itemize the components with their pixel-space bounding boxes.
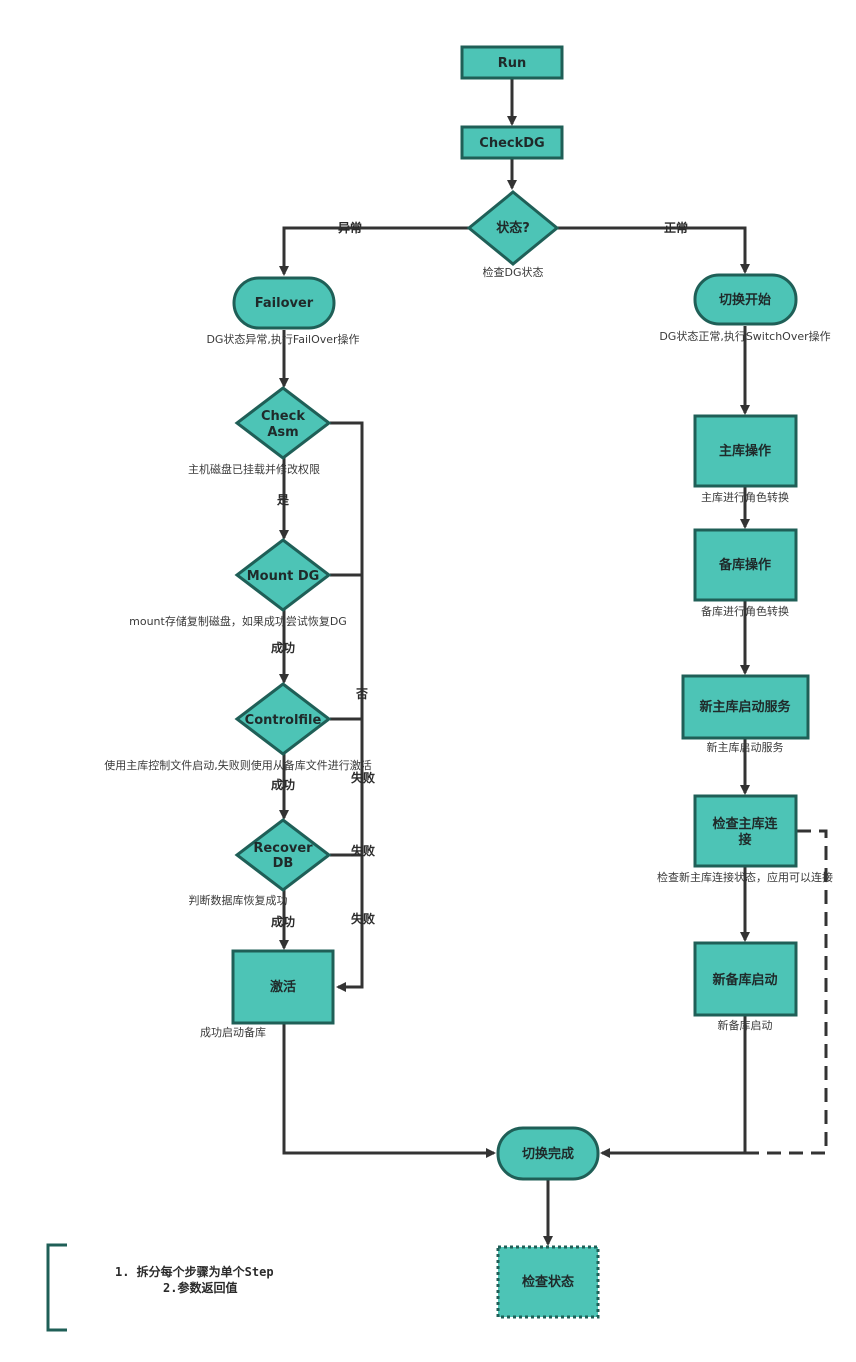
failover-label: Failover xyxy=(255,296,314,311)
edge-check-done-dashed xyxy=(610,829,828,1155)
new-primary-start-node[interactable] xyxy=(681,674,810,740)
switch-start-label: 切换开始 xyxy=(719,292,771,308)
mount-dg-caption: mount存储复制磁盘，如果成功尝试恢复DG xyxy=(129,614,347,628)
activate-label: 激活 xyxy=(270,979,296,995)
annotation-line-1: 1. 拆分每个步骤为单个Step xyxy=(115,1264,274,1279)
mount-dg-label: Mount DG xyxy=(247,569,320,584)
switch-start-node[interactable] xyxy=(693,273,798,326)
new-standby-start-caption: 新备库启动 xyxy=(718,1018,773,1032)
check-new-primary-label-line2: 接 xyxy=(738,832,751,848)
edge-label-yes: 是 xyxy=(276,493,290,507)
recover-db-label-line1: Recover xyxy=(253,841,313,856)
annotation-note: 1. 拆分每个步骤为单个Step 2.参数返回值 xyxy=(46,1243,274,1332)
standby-op-caption: 备库进行角色转换 xyxy=(701,604,789,618)
edge-label-no: 否 xyxy=(355,687,368,701)
standby-op-node[interactable] xyxy=(693,528,798,602)
edge-label-abnormal: 异常 xyxy=(338,220,362,235)
activate-node[interactable] xyxy=(231,949,335,1025)
annotation-bracket xyxy=(46,1243,67,1332)
edge-label-success-3: 成功 xyxy=(271,914,295,929)
failover-caption: DG状态异常,执行FailOver操作 xyxy=(206,332,359,346)
failover-node[interactable] xyxy=(232,276,336,330)
controlfile-decision[interactable] xyxy=(234,682,332,756)
recover-db-label-line2: DB xyxy=(273,856,294,871)
check-asm-label-line1: Check xyxy=(261,409,305,424)
new-standby-start-node[interactable] xyxy=(693,941,798,1017)
new-primary-start-caption: 新主库启动服务 xyxy=(707,740,784,754)
status-label: 状态? xyxy=(496,220,530,236)
run-label: Run xyxy=(498,56,527,71)
edge-label-success-2: 成功 xyxy=(271,777,295,792)
checkdg-node[interactable] xyxy=(460,125,564,160)
check-asm-decision[interactable] xyxy=(234,386,332,460)
primary-op-label: 主库操作 xyxy=(719,443,771,459)
status-caption: 检查DG状态 xyxy=(483,265,544,279)
edge-newstandby-done xyxy=(600,1016,747,1158)
primary-op-caption: 主库进行角色转换 xyxy=(701,490,789,504)
switch-start-caption: DG状态正常,执行SwitchOver操作 xyxy=(659,329,830,343)
nodes: Run CheckDG 状态? 检查DG状态 Failover DG状态异常,执… xyxy=(104,45,833,1319)
annotation-line-2: 2.参数返回值 xyxy=(163,1280,237,1295)
primary-op-node[interactable] xyxy=(693,414,798,488)
edge-label-fail-2: 失败 xyxy=(351,843,375,858)
connectors xyxy=(279,79,828,1246)
checkdg-label: CheckDG xyxy=(479,136,544,151)
edge-status-failover xyxy=(279,226,469,276)
recover-db-decision[interactable] xyxy=(234,818,332,892)
edge-activate-done xyxy=(282,1024,496,1158)
new-standby-start-label: 新备库启动 xyxy=(712,972,777,988)
check-status-label: 检查状态 xyxy=(522,1274,574,1290)
edge-label-fail-3: 失败 xyxy=(351,911,375,926)
activate-caption: 成功启动备库 xyxy=(200,1025,266,1039)
run-node[interactable] xyxy=(460,45,564,80)
switch-done-node[interactable] xyxy=(496,1126,600,1181)
switch-done-label: 切换完成 xyxy=(522,1146,574,1162)
edge-label-success-1: 成功 xyxy=(271,640,295,655)
edge-label-fail-1: 失败 xyxy=(351,770,375,785)
controlfile-caption: 使用主库控制文件启动,失败则使用从备库文件进行激活 xyxy=(104,758,372,772)
controlfile-label: Controlfile xyxy=(245,713,322,728)
check-status-node[interactable] xyxy=(496,1245,600,1319)
check-new-primary-label-line1: 检查主库连 xyxy=(712,816,778,832)
edge-label-normal: 正常 xyxy=(664,220,688,235)
edge-status-switch-start xyxy=(557,226,750,274)
new-primary-start-label: 新主库启动服务 xyxy=(699,699,791,715)
status-decision[interactable] xyxy=(466,190,560,266)
check-new-primary-caption: 检查新主库连接状态，应用可以连接 xyxy=(657,870,833,884)
edge-fail-bus xyxy=(330,421,364,992)
recover-db-caption: 判断数据库恢复成功 xyxy=(189,893,288,907)
edge-labels: 异常 正常 是 成功 成功 成功 否 失败 失败 失败 xyxy=(271,220,688,929)
mount-dg-decision[interactable] xyxy=(234,538,332,612)
check-asm-caption: 主机磁盘已挂载并修改权限 xyxy=(188,462,320,476)
standby-op-label: 备库操作 xyxy=(718,557,771,573)
check-asm-label-line2: Asm xyxy=(267,425,298,440)
check-new-primary-node[interactable] xyxy=(693,794,798,868)
